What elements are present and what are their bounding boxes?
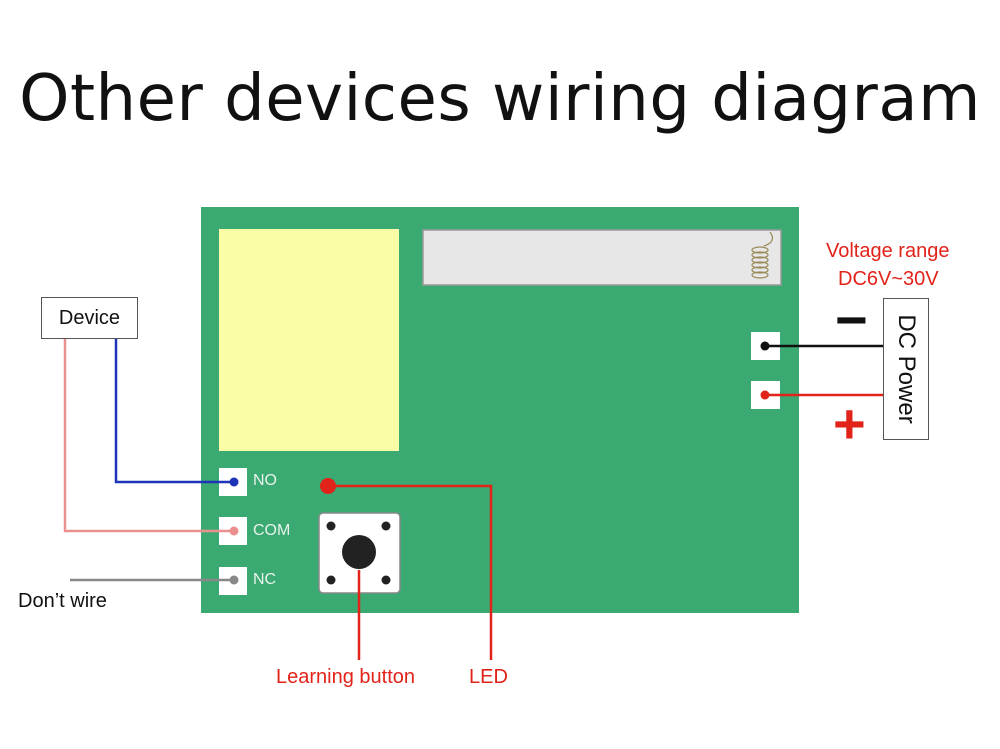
rf-module [422,229,782,286]
learning-button [342,535,376,569]
no-dot [229,477,239,487]
learning-button-label: Learning button [276,666,416,688]
diagram-title: Other devices wiring diagram [19,62,981,136]
dont-wire-label: Don’t wire [18,590,107,612]
device-label: Device [58,306,121,329]
terminal-nc-label: NC [253,571,277,588]
nc-dot [229,575,239,585]
relay-block [219,229,399,451]
com-dot [229,526,239,536]
dc-power-box: DC Power [883,298,929,440]
terminal-com-label: COM [253,522,291,539]
device-box: Device [41,297,138,339]
antenna-coil-icon [751,231,774,279]
minus-sign: − [835,288,868,351]
led-label: LED [469,666,508,688]
led-wire [328,484,493,660]
positive-dot [760,390,770,400]
plus-sign: + [833,392,866,455]
dc-power-label: DC Power [893,314,920,424]
pink-wire [63,339,234,533]
negative-dot [760,341,770,351]
voltage-range-value: DC6V~30V [838,268,939,290]
voltage-range-label: Voltage range [826,240,950,262]
terminal-no-label: NO [253,472,277,489]
led-dot [320,478,336,494]
blue-wire [114,339,234,484]
